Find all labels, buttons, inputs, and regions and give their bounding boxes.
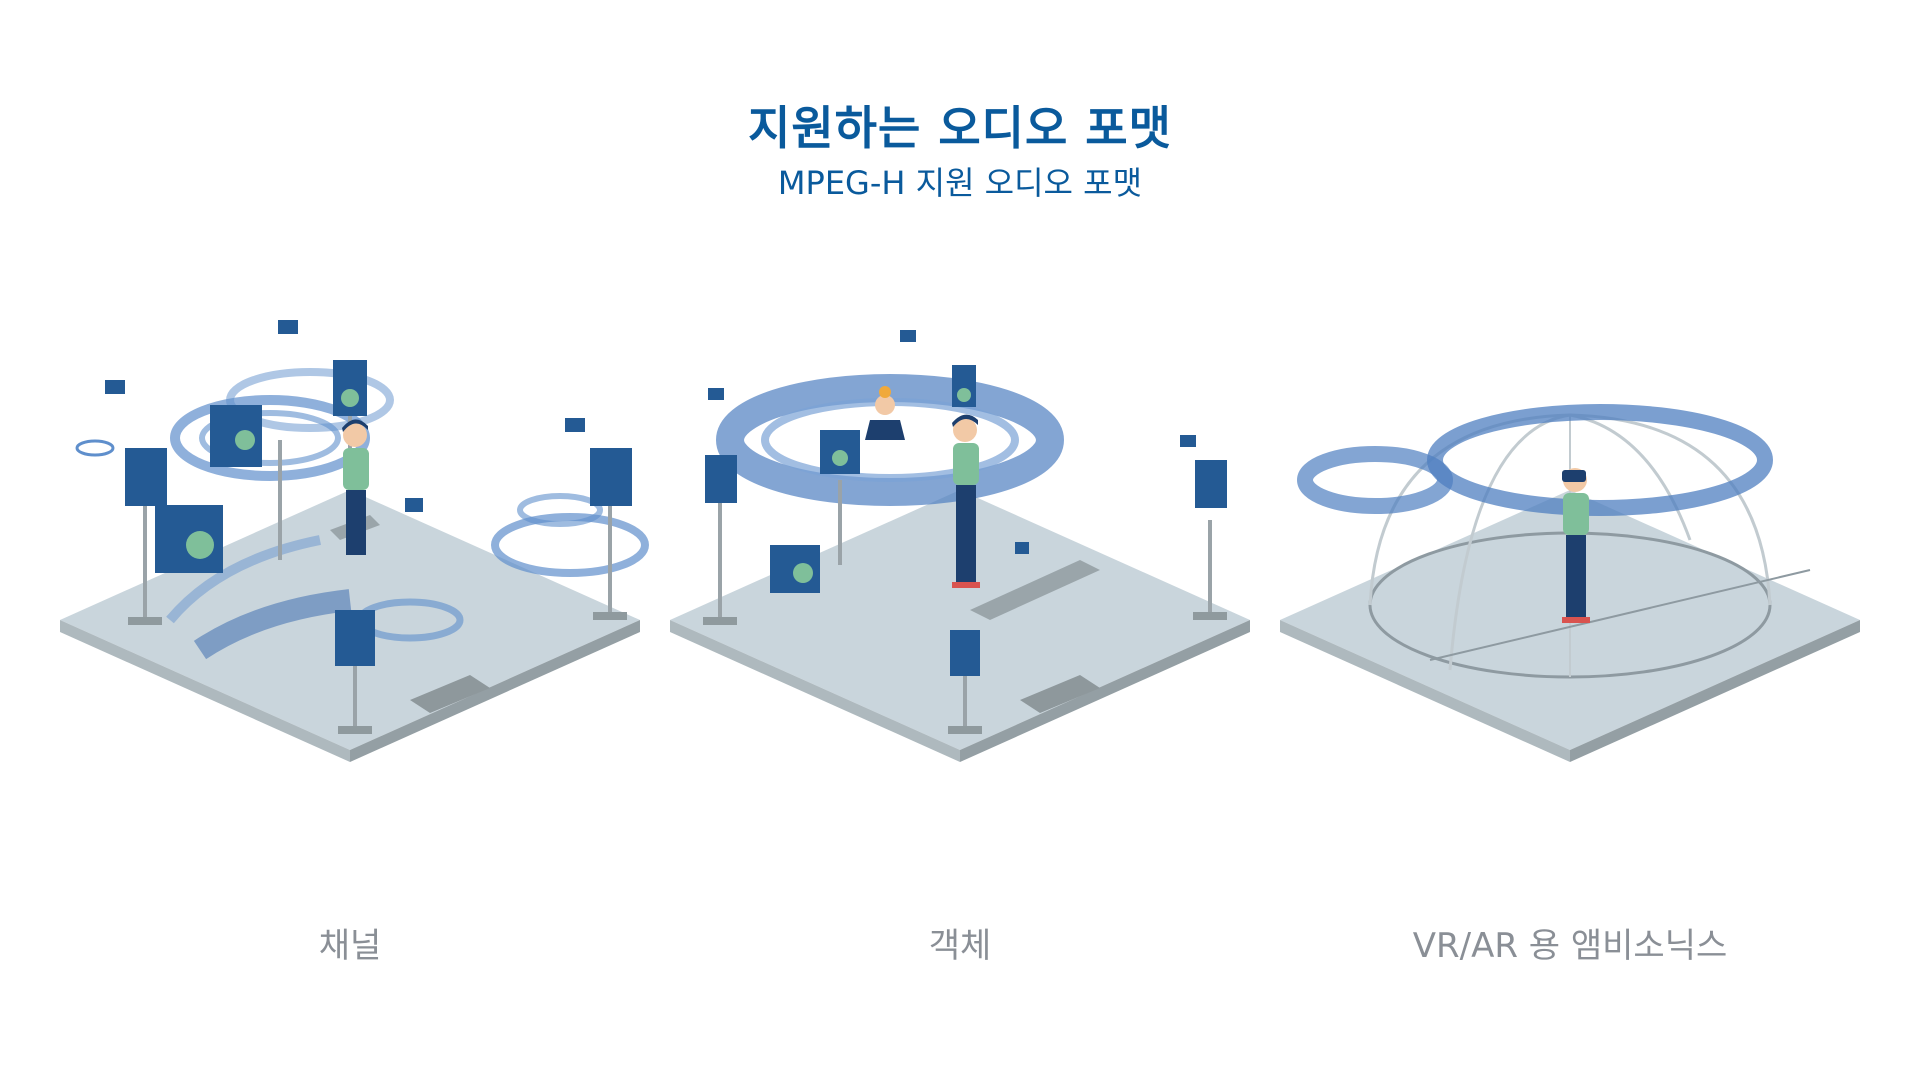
listener-body: [1563, 493, 1589, 535]
floor-side-right: [1570, 620, 1860, 762]
listener-shoes: [952, 582, 980, 588]
ambisonics-illustration: [1270, 320, 1870, 780]
speaker-cone: [341, 389, 359, 407]
speaker-icon: [1180, 435, 1196, 447]
sound-wave: [193, 589, 352, 660]
audio-object-body: [865, 420, 905, 440]
floor-side-right: [960, 620, 1250, 762]
page-title: 지원하는 오디오 포맷: [748, 101, 1172, 155]
objects-illustration: [660, 320, 1260, 780]
channels-scene-svg: [60, 320, 649, 762]
speaker-icon: [1015, 542, 1029, 554]
audio-object-hair: [879, 386, 891, 398]
listener-hair: [342, 419, 368, 432]
floor-side-left: [60, 620, 350, 762]
listener-hair: [952, 414, 978, 427]
speaker-icon: [708, 388, 724, 400]
listener-head: [953, 418, 977, 442]
panel-label-objects: 객체: [928, 926, 992, 966]
speaker-icon: [565, 418, 585, 432]
speaker-icon: [335, 610, 375, 666]
speaker-icon: [278, 320, 298, 334]
speaker-base: [1193, 612, 1227, 620]
speaker-icon: [950, 630, 980, 676]
shadow: [970, 560, 1100, 620]
floor-side-left: [670, 620, 960, 762]
panel-label-ambisonics: VR/AR 용 앰비소닉스: [1412, 926, 1728, 966]
ambisonics-scene-svg: [1280, 404, 1860, 762]
speaker-base: [128, 617, 162, 625]
object-sound-ring: [716, 374, 1064, 506]
speaker-base: [703, 617, 737, 625]
floor-side-right: [350, 620, 640, 762]
speaker-cone: [832, 450, 848, 466]
panel-label-channels: 채널: [318, 926, 382, 966]
speaker-base: [948, 726, 982, 734]
sound-wave: [491, 513, 649, 577]
speaker-icon: [1195, 460, 1227, 508]
speaker-base: [593, 612, 627, 620]
speaker-icon: [333, 360, 367, 416]
listener-body: [343, 448, 369, 490]
page-subtitle: MPEG-H 지원 오디오 포맷: [777, 164, 1143, 202]
speaker-cone: [235, 430, 255, 450]
speaker-icon: [405, 498, 423, 512]
speaker-icon: [705, 455, 737, 503]
speaker-cone: [957, 388, 971, 402]
speaker-icon: [105, 380, 125, 394]
audio-object-head: [875, 395, 895, 415]
floor-side-left: [1280, 620, 1570, 762]
ambisonic-axis: [1429, 569, 1811, 661]
sound-wave: [226, 368, 394, 432]
listener-body: [953, 443, 979, 485]
objects-scene-svg: [670, 330, 1250, 762]
listener-legs: [1566, 535, 1586, 620]
listener-shoes: [1562, 617, 1590, 623]
vr-headset-icon: [1562, 470, 1586, 482]
speaker-icon: [125, 448, 167, 506]
speaker-icon: [590, 448, 632, 506]
listener-head: [343, 423, 367, 447]
speaker-cone: [793, 563, 813, 583]
speaker-icon: [900, 330, 916, 342]
speaker-base: [338, 726, 372, 734]
listener-legs: [956, 485, 976, 585]
sound-wave: [166, 535, 321, 624]
listener-legs: [346, 490, 366, 555]
ambisonic-ring: [1297, 446, 1453, 514]
sound-wave: [199, 410, 341, 466]
shadow: [1020, 675, 1100, 713]
speaker-cone: [186, 531, 214, 559]
ambisonic-ring: [1427, 404, 1773, 516]
sound-wave: [517, 493, 603, 527]
shadow: [410, 675, 490, 713]
channels-illustration: [50, 320, 650, 780]
sound-wave: [75, 439, 115, 457]
